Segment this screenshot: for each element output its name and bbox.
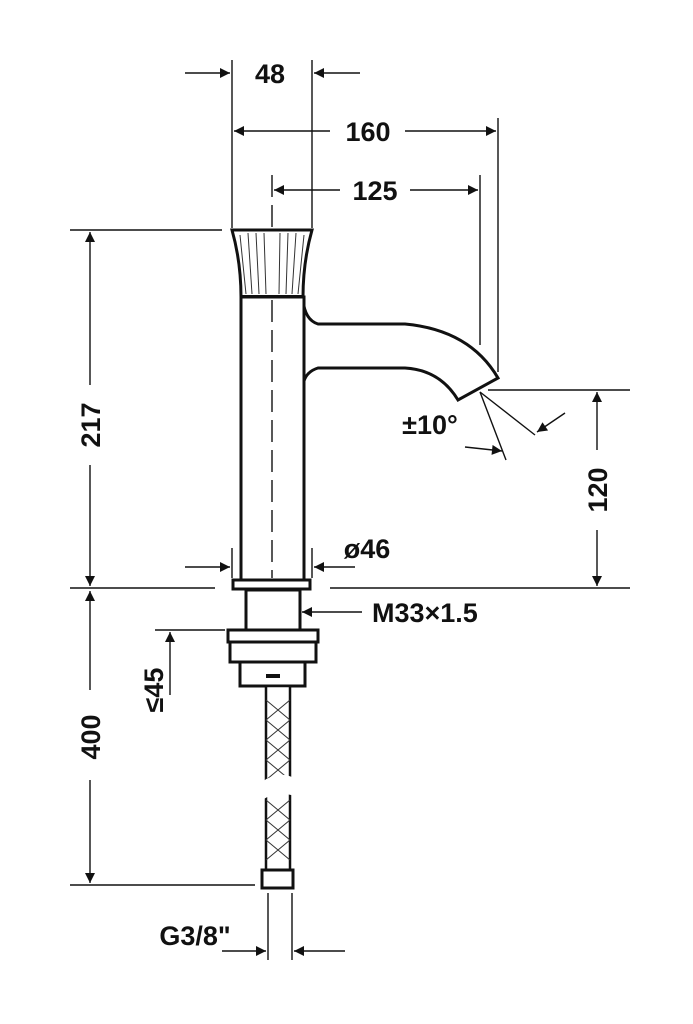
dim-label-125: 125: [352, 176, 397, 206]
threaded-shank: [244, 588, 302, 632]
dim-tap-height: 217: [70, 229, 222, 589]
mounting-washer: [226, 628, 320, 644]
hose-connector: [260, 868, 295, 890]
dim-deck-thickness: ≤45: [139, 629, 225, 713]
spout: [301, 299, 501, 403]
dim-label-217: 217: [76, 402, 106, 447]
dim-mount-thread: M33×1.5: [302, 598, 478, 628]
dim-spout-projection: 125: [274, 175, 481, 345]
base-ring: [231, 578, 312, 591]
dim-hose-length: 400: [70, 591, 255, 886]
dim-overall-depth: 160: [234, 117, 499, 372]
dim-outlet-height: 120: [330, 389, 630, 589]
dim-label-400: 400: [76, 714, 106, 759]
dim-handle-width: 48: [185, 59, 360, 228]
handle-ribs: [239, 232, 305, 295]
dim-label-160: 160: [345, 117, 390, 147]
dim-swivel-angle: ±10°: [402, 391, 566, 461]
faucet-body: [226, 228, 501, 890]
handle: [230, 228, 314, 299]
dim-connection: G3/8": [159, 893, 345, 960]
dim-label-48: 48: [255, 59, 285, 89]
dim-label-120: 120: [583, 467, 613, 512]
dim-body-diameter: ø46: [185, 534, 390, 578]
dim-label-connection: G3/8": [159, 921, 230, 951]
mounting-nut: [228, 640, 318, 664]
dim-label-deck: ≤45: [139, 668, 169, 713]
dim-label-thread: M33×1.5: [372, 598, 478, 628]
dim-label-diameter: ø46: [344, 534, 391, 564]
dim-label-angle: ±10°: [402, 410, 458, 440]
